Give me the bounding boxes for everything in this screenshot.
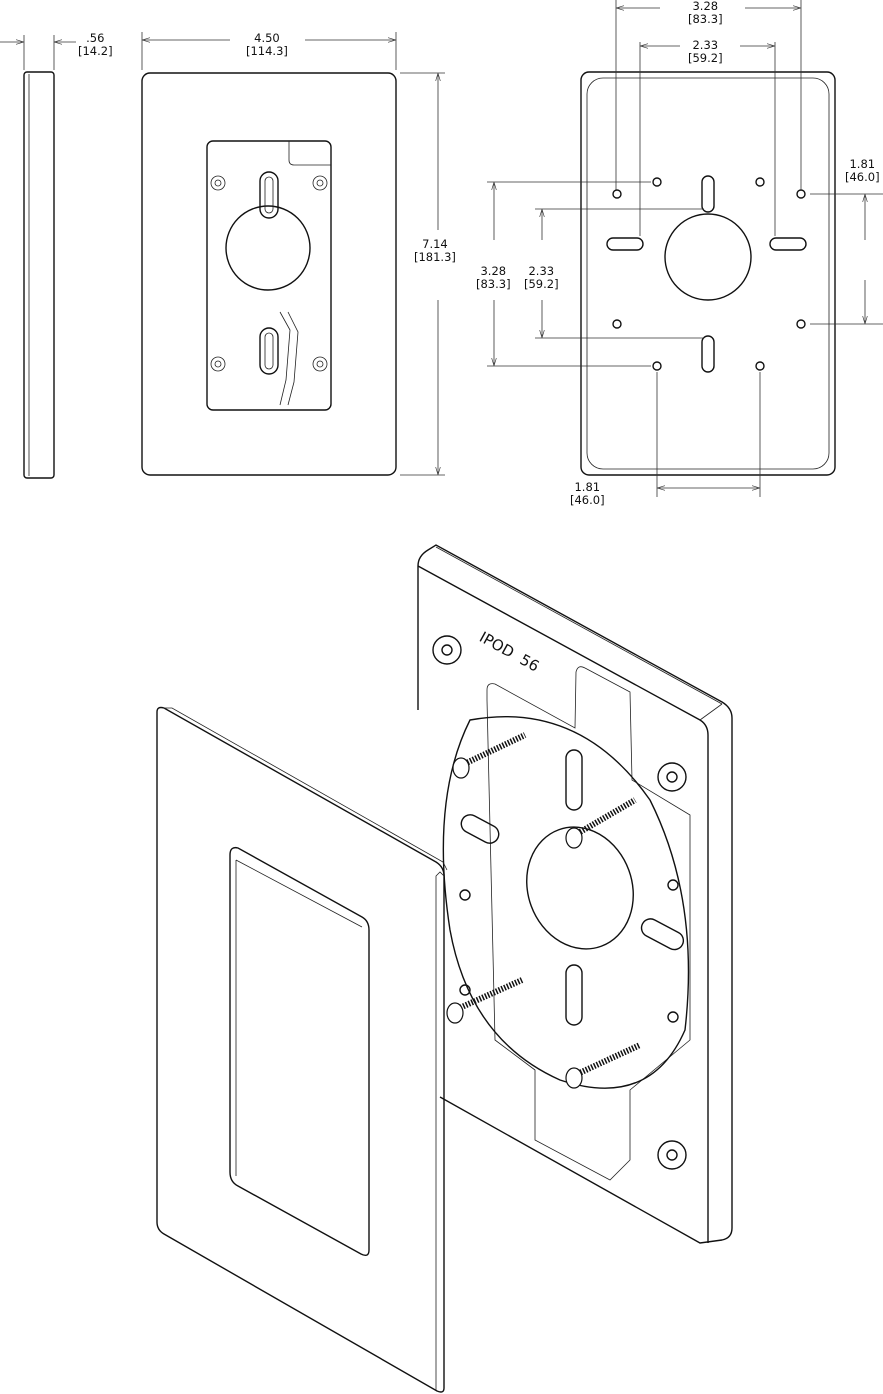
front-view xyxy=(141,32,445,476)
dim-value-mm: [114.3] xyxy=(246,44,288,58)
dim-value-in: .56 xyxy=(86,31,105,45)
dim-left-outer-vertical: 3.28[83.3] xyxy=(474,265,513,291)
dim-value-mm: [14.2] xyxy=(78,44,113,58)
isometric-front-cover xyxy=(156,706,448,1393)
dim-value-in: 3.28 xyxy=(480,264,507,278)
side-view xyxy=(0,35,78,479)
dim-top-inner: 2.33[59.2] xyxy=(686,39,725,65)
screws xyxy=(453,732,642,1078)
dim-value-in: 1.81 xyxy=(574,480,601,494)
dim-value-in: 2.33 xyxy=(692,38,719,52)
dim-right-vertical: 1.81[46.0] xyxy=(843,158,882,184)
dim-value-in: 3.28 xyxy=(692,0,719,13)
dim-value-mm: [181.3] xyxy=(414,250,456,264)
dim-width: 4.50[114.3] xyxy=(244,32,290,58)
dim-value-in: 4.50 xyxy=(254,31,280,45)
dim-bottom-horizontal: 1.81[46.0] xyxy=(568,481,607,507)
dim-top-outer: 3.28[83.3] xyxy=(686,0,725,26)
dim-value-mm: [59.2] xyxy=(688,51,723,65)
dim-height: 7.14[181.3] xyxy=(412,238,458,264)
dim-value-mm: [46.0] xyxy=(570,493,605,507)
dim-value-mm: [83.3] xyxy=(476,277,511,291)
dim-value-in: 1.81 xyxy=(849,157,876,171)
dim-left-inner-vertical: 2.33[59.2] xyxy=(522,265,561,291)
dim-thickness: .56[14.2] xyxy=(76,32,115,58)
isometric-back-plate xyxy=(417,544,733,1244)
dim-value-mm: [46.0] xyxy=(845,170,880,184)
dim-value-mm: [59.2] xyxy=(524,277,559,291)
dim-value-in: 7.14 xyxy=(422,237,448,251)
back-view xyxy=(487,0,883,497)
dim-value-in: 2.33 xyxy=(528,264,555,278)
dim-value-mm: [83.3] xyxy=(688,12,723,26)
